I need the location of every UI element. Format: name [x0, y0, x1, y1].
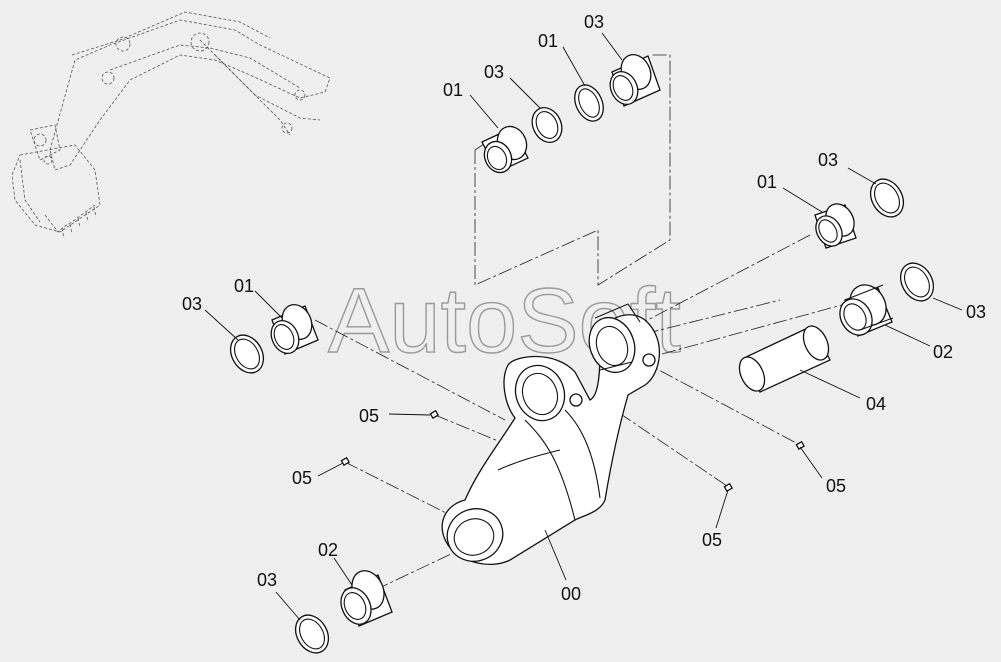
- bushing-01-right: [814, 203, 857, 249]
- callout-03-top-right: 01: [538, 31, 558, 51]
- callout-00: 00: [561, 584, 581, 604]
- link-arm-00: [441, 303, 660, 565]
- pin-04: [738, 325, 831, 393]
- seal-ring-03-left: [229, 334, 265, 374]
- callout-03-right-lower: 03: [966, 302, 986, 322]
- callout-03-top-left: 03: [484, 62, 504, 82]
- callout-01-top-right: 03: [584, 12, 604, 32]
- callout-03-bottom: 03: [257, 570, 277, 590]
- excavator-overview-sketch: [11, 11, 331, 239]
- callout-04: 04: [866, 394, 886, 414]
- callout-01-right: 01: [757, 172, 777, 192]
- bushing-02-bottom: [340, 570, 393, 627]
- bushing-01-top-right: [609, 53, 661, 107]
- seal-ring-03-right-upper: [869, 178, 905, 218]
- callout-02-bottom: 02: [318, 540, 338, 560]
- seal-ring-03-right-lower: [899, 262, 935, 302]
- callout-01-top-left: 01: [443, 80, 463, 100]
- callout-02-right: 02: [933, 342, 953, 362]
- callout-labels: 01 03 01 03 01 03 01 03 03 02 04 05 05 0…: [182, 12, 986, 604]
- bushing-01-left: [270, 303, 319, 355]
- bushing-01-top-left: [481, 125, 529, 174]
- callout-03-left: 03: [182, 294, 202, 314]
- seal-ring-03-top-left: [531, 106, 563, 144]
- callout-05-upper-left: 05: [359, 406, 379, 426]
- callout-05-center: 05: [702, 530, 722, 550]
- callout-03-right-upper: 03: [818, 150, 838, 170]
- callout-05-lower-left: 05: [292, 468, 312, 488]
- bushing-02-right: [839, 284, 894, 337]
- callout-05-right: 05: [826, 476, 846, 496]
- leader-lines: [204, 32, 963, 621]
- seal-ring-03-top-right: [574, 84, 604, 122]
- callout-01-left: 01: [234, 276, 254, 296]
- seal-ring-03-bottom: [294, 614, 330, 654]
